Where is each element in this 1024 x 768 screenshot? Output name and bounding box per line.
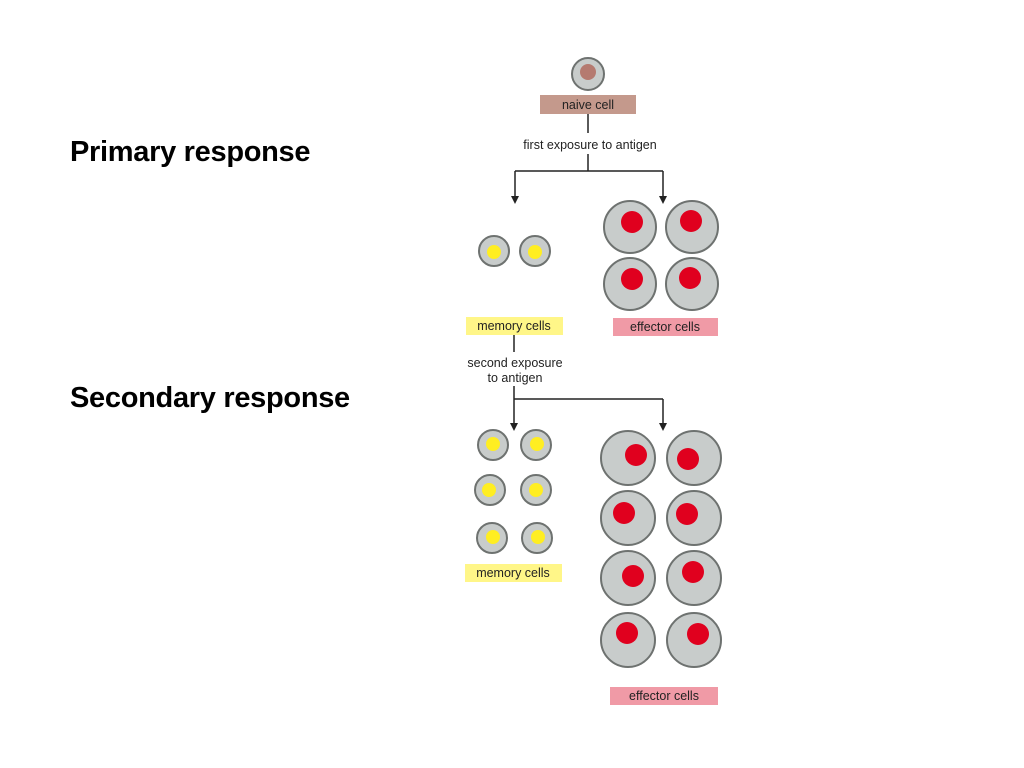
memory-cells-primary bbox=[478, 235, 551, 267]
effector-cells-secondary-label: effector cells bbox=[629, 689, 699, 703]
memory-cells-primary-label-box bbox=[466, 317, 563, 335]
memory-cells-secondary bbox=[474, 429, 553, 554]
memory-cell bbox=[478, 235, 510, 267]
effector-cells-primary-label: effector cells bbox=[630, 320, 700, 334]
effector-cells-secondary-label-box bbox=[610, 687, 718, 705]
memory-cell bbox=[476, 522, 508, 554]
effector-cell bbox=[603, 200, 657, 254]
memory-cells-primary-label: memory cells bbox=[477, 319, 551, 333]
memory-cell bbox=[520, 429, 552, 461]
naive-cell-label: naive cell bbox=[562, 98, 614, 112]
effector-cell bbox=[665, 257, 719, 311]
effector-cell bbox=[666, 612, 722, 668]
memory-cell bbox=[519, 235, 551, 267]
effector-cell bbox=[603, 257, 657, 311]
memory-cell bbox=[474, 474, 506, 506]
effector-cell bbox=[666, 430, 722, 486]
memory-cell bbox=[521, 522, 553, 554]
first-exposure-label: first exposure to antigen bbox=[523, 138, 656, 152]
effector-cells-primary bbox=[603, 200, 719, 311]
effector-cell bbox=[665, 200, 719, 254]
effector-cells-primary-label-box bbox=[613, 318, 718, 336]
effector-cell bbox=[666, 490, 722, 546]
memory-cells-secondary-label: memory cells bbox=[476, 566, 550, 580]
effector-cell bbox=[600, 430, 656, 486]
second-exposure-label-line1: second exposure bbox=[467, 356, 562, 370]
naive-cell bbox=[571, 57, 605, 91]
second-exposure-label-line2: to antigen bbox=[488, 371, 543, 385]
effector-cell bbox=[600, 612, 656, 668]
memory-cell bbox=[477, 429, 509, 461]
memory-cell bbox=[520, 474, 552, 506]
naive-cell-label-box bbox=[540, 95, 636, 114]
memory-cells-secondary-label-box bbox=[465, 564, 562, 582]
effector-cells-secondary bbox=[600, 430, 722, 668]
effector-cell bbox=[666, 550, 722, 606]
secondary-response-heading: Secondary response bbox=[70, 382, 350, 414]
effector-cell bbox=[600, 490, 656, 546]
effector-cell bbox=[600, 550, 656, 606]
primary-response-heading: Primary response bbox=[70, 136, 311, 168]
